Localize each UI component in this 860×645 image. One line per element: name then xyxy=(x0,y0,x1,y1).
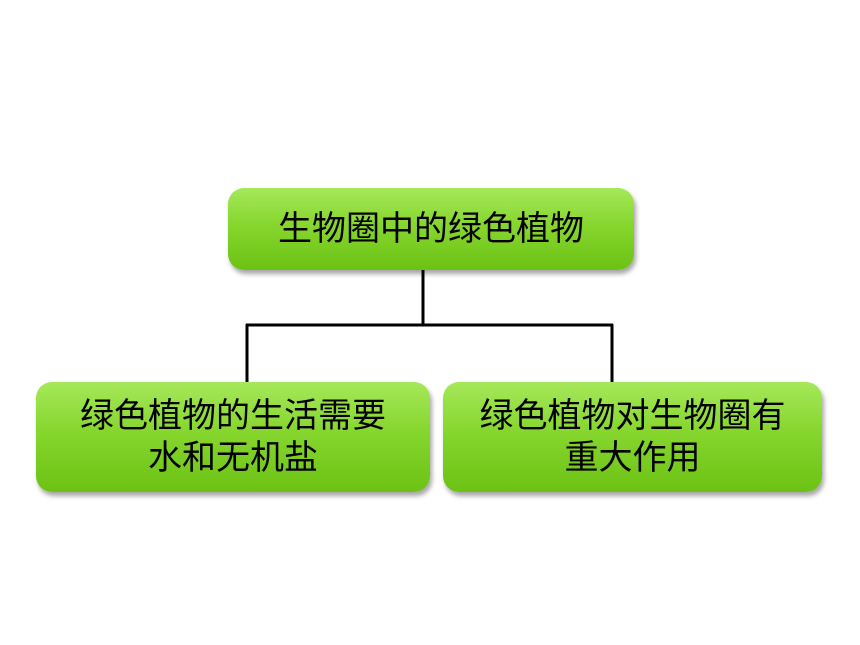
root-node-label: 生物圈中的绿色植物 xyxy=(278,209,584,249)
child-node-water-minerals: 绿色植物的生活需要 水和无机盐 xyxy=(36,382,430,492)
child-node-biosphere-role: 绿色植物对生物圈有 重大作用 xyxy=(443,382,822,492)
root-node: 生物圈中的绿色植物 xyxy=(228,188,634,270)
child-node-label: 绿色植物的生活需要 水和无机盐 xyxy=(80,396,386,478)
child-node-label: 绿色植物对生物圈有 重大作用 xyxy=(479,396,786,478)
